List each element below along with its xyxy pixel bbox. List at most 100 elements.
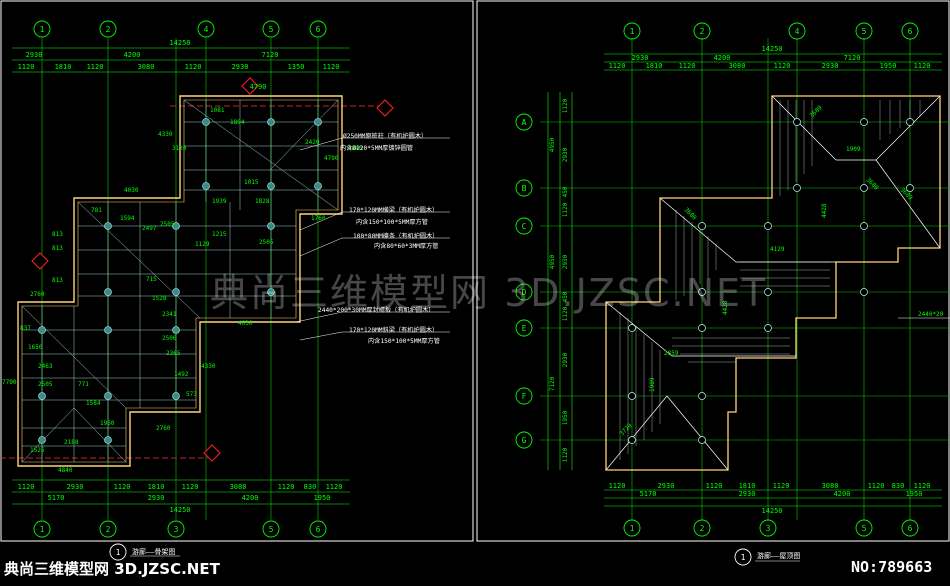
left-framing-members [21,99,339,463]
left-axis-label-top: 6 [316,25,321,34]
inner-dim: 2420 [305,139,320,146]
right-side-dim: 1120 [562,447,569,462]
right-top-subdim: 1120 [679,62,696,70]
left-title-number: 1 [116,548,121,557]
footer-site-text: 典尚三维模型网 3D.JZSC.NET [4,560,220,578]
left-bottom-total-dim: 14250 [169,506,190,514]
inner-dim: 4030 [238,320,253,327]
annotation-text: 100*80MM檩条（有机护圆木） [353,232,439,240]
roof-inner-dim: 3680 [808,104,823,119]
right-side-dim: 1120 [562,98,569,113]
right-top-dim: 2930 [632,54,649,62]
right-axis-bubbles-top [623,22,919,40]
left-bottom-dim: 1120 [326,483,343,491]
right-axis-label-top: 6 [908,27,913,36]
left-axis-bubbles-top [33,20,327,38]
right-top-subdim: 1120 [609,62,626,70]
right-top-subdim: 1950 [880,62,897,70]
right-top-subdim: 1120 [774,62,791,70]
inner-dim: 2506 [162,335,177,342]
right-bottom-dim: 1810 [739,482,756,490]
left-bottom-dim: 830 [304,483,317,491]
inner-dim: 837 [20,325,31,332]
roof-inner-dim: 4428 [722,300,729,315]
right-side-dim: 450 [562,186,569,197]
right-viewport-frame [476,0,950,542]
left-bottom-subdim: 5170 [48,494,65,502]
inner-dim: 1950 [100,420,115,427]
left-axis-label-bottom: 3 [174,525,179,534]
right-axis-label-bottom: 6 [908,524,913,533]
inner-dim: 1894 [230,119,245,126]
row-label: E [522,324,527,333]
section-marker-icons [31,77,394,462]
inner-dim: 2505 [259,239,274,246]
inner-dim: 1828 [255,198,270,205]
row-label: A [522,118,527,127]
inner-dim: 2497 [142,225,157,232]
annotation-text: 内含150*100*5MM厚方管 [368,337,440,345]
annotation-text: 170*120MM横梁（有机护圆木） [349,206,438,214]
annotation-text: 内含150*100*5MM厚方管 [356,218,428,226]
row-label: F [522,392,527,401]
inner-dim: 1081 [210,107,225,114]
left-top-dim: 4200 [124,51,141,59]
inner-dim: 573 [186,391,197,398]
right-bottom-dim: 1120 [868,482,885,490]
footer-number: NO:789663 [851,558,933,576]
left-side-dim: 813 [52,277,63,284]
roof-inner-dim: 4428 [821,203,828,218]
roof-inner-dim: 1909 [846,146,861,153]
row-label: C [522,222,527,231]
right-bottom-dim: 1120 [914,482,931,490]
left-top-subdim: 3080 [138,63,155,71]
left-top-subdim: 1810 [55,63,72,71]
left-bottom-dim: 1120 [278,483,295,491]
row-label: G [522,436,527,445]
inner-dim: 2188 [64,439,79,446]
annotation-text: Ø250MM原桩柱（有机护圆木） [343,132,427,140]
right-axis-label-top: 5 [862,27,867,36]
roof-inner-dim: 2859 [664,350,679,357]
right-axis-label-top: 2 [700,27,705,36]
left-top-dim: 7120 [262,51,279,59]
left-bottom-dim: 1120 [18,483,35,491]
left-bottom-dim: 2930 [67,483,84,491]
right-top-total-dim: 14250 [761,45,782,53]
right-axis-label-top: 4 [795,27,800,36]
left-top-subdim: 1350 [288,63,305,71]
left-top-subdim: 1120 [87,63,104,71]
left-axis-label-top: 1 [40,25,45,34]
inner-dim: 771 [78,381,89,388]
left-bottom-dim: 3080 [230,483,247,491]
right-axis-label-bottom: 5 [862,524,867,533]
inner-dim: 1594 [120,215,135,222]
inner-dim: 1939 [212,198,227,205]
right-side-dim: 2930 [562,147,569,162]
left-columns [38,118,322,444]
left-top-total-dim: 14250 [169,39,190,47]
left-axis-label-bottom: 2 [106,525,111,534]
right-top-subdim: 3080 [729,62,746,70]
right-side-dim: 7120 [549,376,556,391]
inner-dim: 3120 [172,145,187,152]
inner-dim: 1525 [30,447,45,454]
row-label: B [522,184,527,193]
right-side-dim: 1120 [562,202,569,217]
roof-inner-dim: 4129 [770,246,785,253]
right-title-number: 1 [741,553,746,562]
roof-hatching [619,100,921,460]
right-bottom-subdim: 1950 [906,490,923,498]
inner-dim: 715 [146,276,157,283]
right-side-dim: 4950 [549,137,556,152]
right-top-subdim: 2930 [822,62,839,70]
left-side-dim: 2760 [30,291,45,298]
right-axis-label-bottom: 1 [630,524,635,533]
inner-dim: 4790 [250,83,267,91]
right-bottom-dim: 2930 [658,482,675,490]
roof-hip-lines [605,95,941,471]
right-top-dim: 7120 [844,54,861,62]
annotation-text: 2440*200*30MM厚封檐板（有机护圆木） [318,306,435,314]
inner-dim: 2341 [162,311,177,318]
